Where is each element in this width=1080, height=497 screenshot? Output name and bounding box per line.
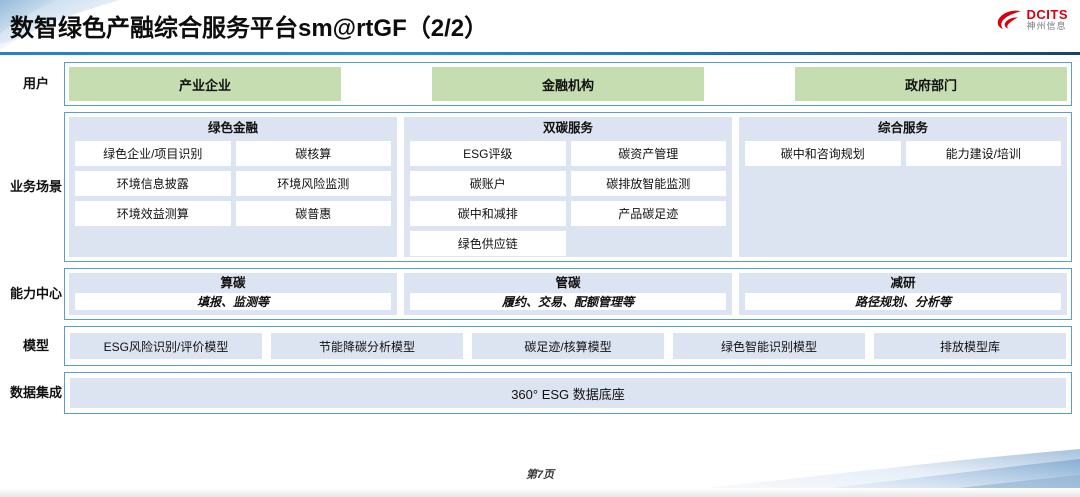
scenario-item[interactable]: 绿色供应链 bbox=[410, 230, 566, 256]
capability-column-reduce-research: 减研 路径规划、分析等 bbox=[739, 273, 1067, 315]
row-label-users: 用户 bbox=[22, 75, 49, 91]
row-users: 用户 产业企业 金融机构 政府部门 bbox=[8, 62, 1072, 106]
scenario-item[interactable]: 环境风险监测 bbox=[235, 170, 391, 196]
row-business-scenarios: 业务场景 绿色金融 绿色企业/项目识别 碳核算 环境信息披露 环境风险监测 环境… bbox=[8, 112, 1072, 262]
scenario-item-list: ESG评级 碳资产管理 碳账户 碳排放智能监测 碳中和减排 产品碳足迹 绿色供应… bbox=[410, 140, 726, 256]
row-panel-business-scenarios: 绿色金融 绿色企业/项目识别 碳核算 环境信息披露 环境风险监测 环境效益测算 … bbox=[64, 112, 1072, 262]
model-item[interactable]: 碳足迹/核算模型 bbox=[472, 333, 664, 359]
scenario-item-list: 绿色企业/项目识别 碳核算 环境信息披露 环境风险监测 环境效益测算 碳普惠 bbox=[75, 140, 391, 226]
row-label-data-integration: 数据集成 bbox=[10, 384, 63, 400]
scenario-item[interactable]: 碳排放智能监测 bbox=[570, 170, 726, 196]
company-logo: DCITS 神州信息 bbox=[996, 8, 1069, 31]
scenario-column-green-finance: 绿色金融 绿色企业/项目识别 碳核算 环境信息披露 环境风险监测 环境效益测算 … bbox=[69, 117, 397, 257]
row-label-business-scenarios: 业务场景 bbox=[10, 178, 63, 194]
capability-title: 减研 bbox=[890, 276, 916, 290]
user-box-government[interactable]: 政府部门 bbox=[795, 67, 1068, 101]
capability-subtitle[interactable]: 履约、交易、配额管理等 bbox=[410, 293, 726, 310]
scenario-item[interactable]: 碳中和咨询规划 bbox=[745, 140, 901, 166]
row-capability-center: 能力中心 算碳 填报、监测等 管碳 履约、交易、配额管理等 减研 路径规划、分析… bbox=[8, 268, 1072, 320]
scenario-item[interactable]: 碳账户 bbox=[410, 170, 566, 196]
scenario-column-title: 绿色金融 bbox=[207, 121, 258, 135]
row-label-capability-center: 能力中心 bbox=[10, 285, 63, 301]
capability-column-calculate-carbon: 算碳 填报、监测等 bbox=[69, 273, 397, 315]
scenario-column-title: 双碳服务 bbox=[542, 121, 593, 135]
model-item[interactable]: 绿色智能识别模型 bbox=[673, 333, 865, 359]
page-title: 数智绿色产融综合服务平台sm@rtGF（2/2） bbox=[10, 15, 489, 42]
row-data-integration: 数据集成 360° ESG 数据底座 bbox=[8, 372, 1072, 414]
user-cell: 政府部门 bbox=[734, 67, 1068, 101]
scenario-item[interactable]: 环境信息披露 bbox=[75, 170, 231, 196]
scenario-column-title: 综合服务 bbox=[877, 121, 928, 135]
logo-text-en: DCITS bbox=[1026, 7, 1068, 22]
scenario-item[interactable]: 碳中和减排 bbox=[410, 200, 566, 226]
user-box-industry[interactable]: 产业企业 bbox=[69, 67, 341, 101]
capability-title: 算碳 bbox=[220, 276, 246, 290]
architecture-diagram: 用户 产业企业 金融机构 政府部门 业务场景 bbox=[8, 62, 1072, 420]
slide-header: 数智绿色产融综合服务平台sm@rtGF（2/2） DCITS 神州信息 bbox=[0, 0, 1080, 55]
capability-title: 管碳 bbox=[555, 276, 581, 290]
capability-subtitle[interactable]: 填报、监测等 bbox=[75, 293, 391, 310]
model-item[interactable]: 排放模型库 bbox=[874, 333, 1066, 359]
slide-bottom-edge bbox=[0, 488, 1080, 497]
capability-subtitle[interactable]: 路径规划、分析等 bbox=[745, 293, 1061, 310]
scenario-item[interactable]: 能力建设/培训 bbox=[905, 140, 1061, 166]
model-item[interactable]: 节能降碳分析模型 bbox=[271, 333, 463, 359]
row-models: 模型 ESG风险识别/评价模型 节能降碳分析模型 碳足迹/核算模型 绿色智能识别… bbox=[8, 326, 1072, 366]
scenario-column-dual-carbon: 双碳服务 ESG评级 碳资产管理 碳账户 碳排放智能监测 碳中和减排 产品碳足迹… bbox=[404, 117, 732, 257]
scenario-item[interactable]: 产品碳足迹 bbox=[570, 200, 726, 226]
row-panel-models: ESG风险识别/评价模型 节能降碳分析模型 碳足迹/核算模型 绿色智能识别模型 … bbox=[64, 326, 1072, 366]
model-item[interactable]: ESG风险识别/评价模型 bbox=[70, 333, 262, 359]
scenario-item[interactable]: 碳资产管理 bbox=[570, 140, 726, 166]
user-cell: 产业企业 bbox=[69, 67, 402, 101]
scenario-item-list: 碳中和咨询规划 能力建设/培训 bbox=[745, 140, 1061, 166]
dcits-swirl-icon bbox=[997, 10, 1020, 29]
capability-column-manage-carbon: 管碳 履约、交易、配额管理等 bbox=[404, 273, 732, 315]
page-number: 第7页 bbox=[525, 469, 555, 481]
data-foundation-item[interactable]: 360° ESG 数据底座 bbox=[70, 378, 1066, 408]
row-panel-data-integration: 360° ESG 数据底座 bbox=[64, 372, 1072, 414]
row-panel-capability-center: 算碳 填报、监测等 管碳 履约、交易、配额管理等 减研 路径规划、分析等 bbox=[64, 268, 1072, 320]
row-label-models: 模型 bbox=[22, 337, 49, 353]
scenario-item[interactable]: 碳核算 bbox=[235, 140, 391, 166]
scenario-item[interactable]: 环境效益测算 bbox=[75, 200, 231, 226]
user-cell: 金融机构 bbox=[402, 67, 735, 101]
scenario-item[interactable]: 碳普惠 bbox=[235, 200, 391, 226]
scenario-item[interactable]: ESG评级 bbox=[410, 140, 566, 166]
logo-text-cn: 神州信息 bbox=[1026, 20, 1067, 31]
scenario-column-comprehensive-services: 综合服务 碳中和咨询规划 能力建设/培训 bbox=[739, 117, 1067, 257]
user-box-financial[interactable]: 金融机构 bbox=[432, 67, 704, 101]
scenario-item[interactable]: 绿色企业/项目识别 bbox=[75, 140, 231, 166]
header-divider bbox=[0, 52, 1080, 55]
row-panel-users: 产业企业 金融机构 政府部门 bbox=[64, 62, 1072, 106]
